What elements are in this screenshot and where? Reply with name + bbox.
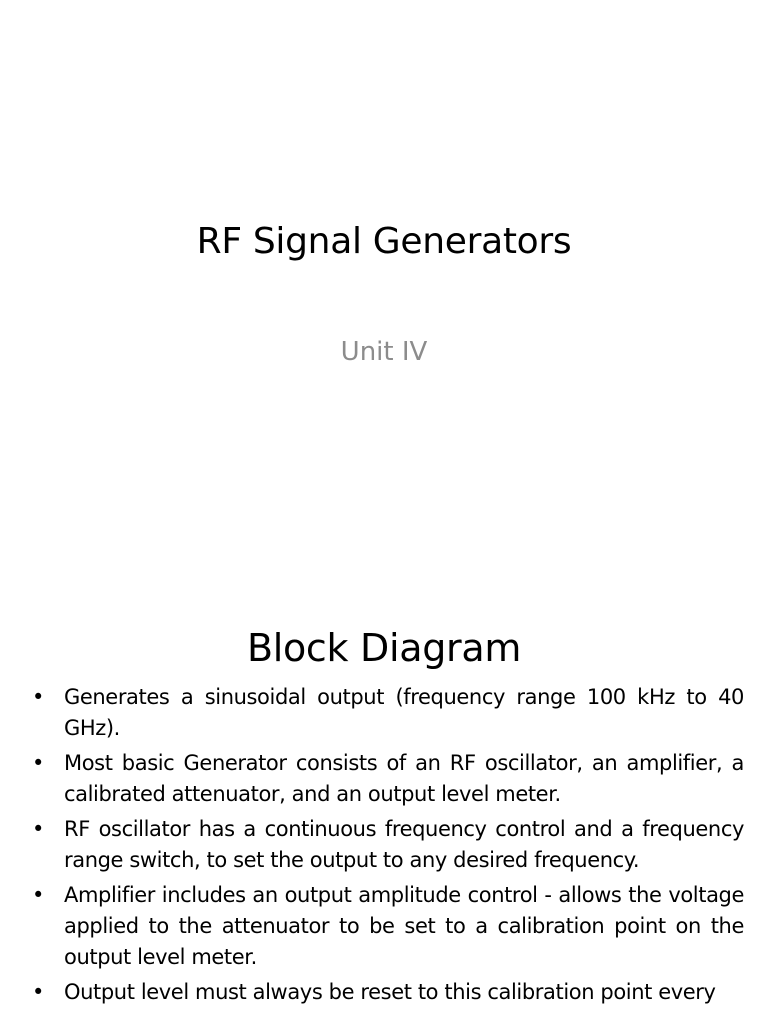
bullet-item: • Amplifier includes an output amplitude… (32, 880, 744, 973)
bullet-list: • Generates a sinusoidal output (frequen… (32, 682, 744, 1012)
bullet-item: • Generates a sinusoidal output (frequen… (32, 682, 744, 744)
title-slide: RF Signal Generators Unit IV (196, 221, 572, 367)
bullet-text: RF oscillator has a continuous frequency… (64, 817, 744, 872)
bullet-item: • Most basic Generator consists of an RF… (32, 748, 744, 810)
bullet-text: Generates a sinusoidal output (frequency… (64, 685, 744, 740)
slide-subtitle: Unit IV (340, 337, 428, 367)
bullet-marker: • (32, 751, 44, 775)
bullet-text: Most basic Generator consists of an RF o… (64, 751, 744, 806)
slide-title: RF Signal Generators (196, 221, 572, 262)
bullet-marker: • (32, 685, 44, 709)
bullet-marker: • (32, 883, 44, 907)
bullet-text: Amplifier includes an output amplitude c… (64, 883, 744, 969)
bullet-item: • RF oscillator has a continuous frequen… (32, 814, 744, 876)
content-slide: Block Diagram • Generates a sinusoidal o… (0, 576, 768, 1024)
bullet-item: • Output level must always be reset to t… (32, 977, 744, 1008)
bullet-marker: • (32, 980, 44, 1004)
slide-heading: Block Diagram (246, 626, 522, 670)
bullet-marker: • (32, 817, 44, 841)
bullet-text: Output level must always be reset to thi… (64, 980, 716, 1004)
